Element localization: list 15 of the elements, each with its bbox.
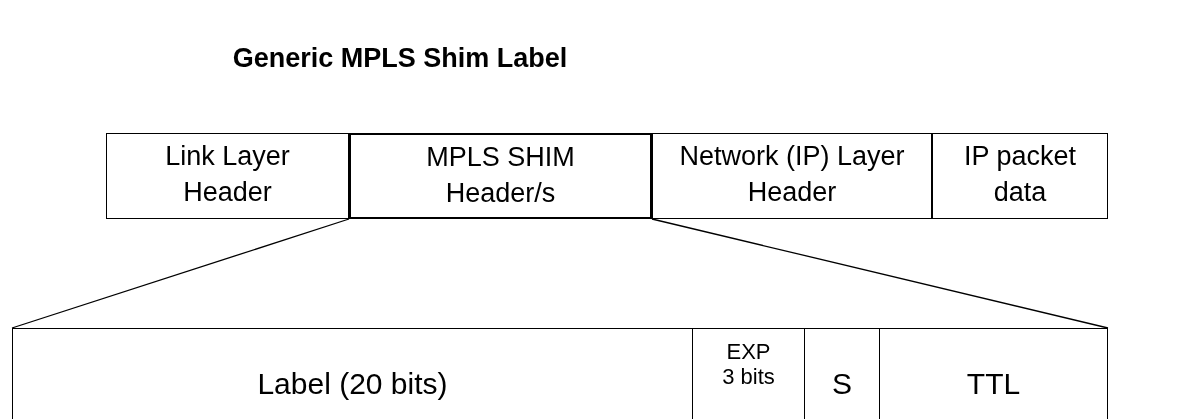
field-label: EXP 3 bits (721, 339, 776, 389)
field-label: MPLS SHIM Header/s (425, 141, 576, 210)
header-field-box (349, 133, 652, 219)
header-field-box (652, 133, 932, 219)
field-label: TTL (966, 367, 1021, 401)
field-label: Link Layer Header (164, 140, 291, 209)
field-label: IP packet data (962, 140, 1078, 209)
field-label: Network (IP) Layer Header (678, 140, 906, 209)
field-label: Label (20 bits) (257, 367, 448, 401)
diagram-title: Generic MPLS Shim Label (231, 42, 569, 75)
header-field-box (106, 133, 349, 219)
field-label: S (832, 367, 852, 401)
expansion-line (651, 218, 1109, 329)
header-field-box (932, 133, 1108, 219)
expansion-line (11, 218, 350, 329)
